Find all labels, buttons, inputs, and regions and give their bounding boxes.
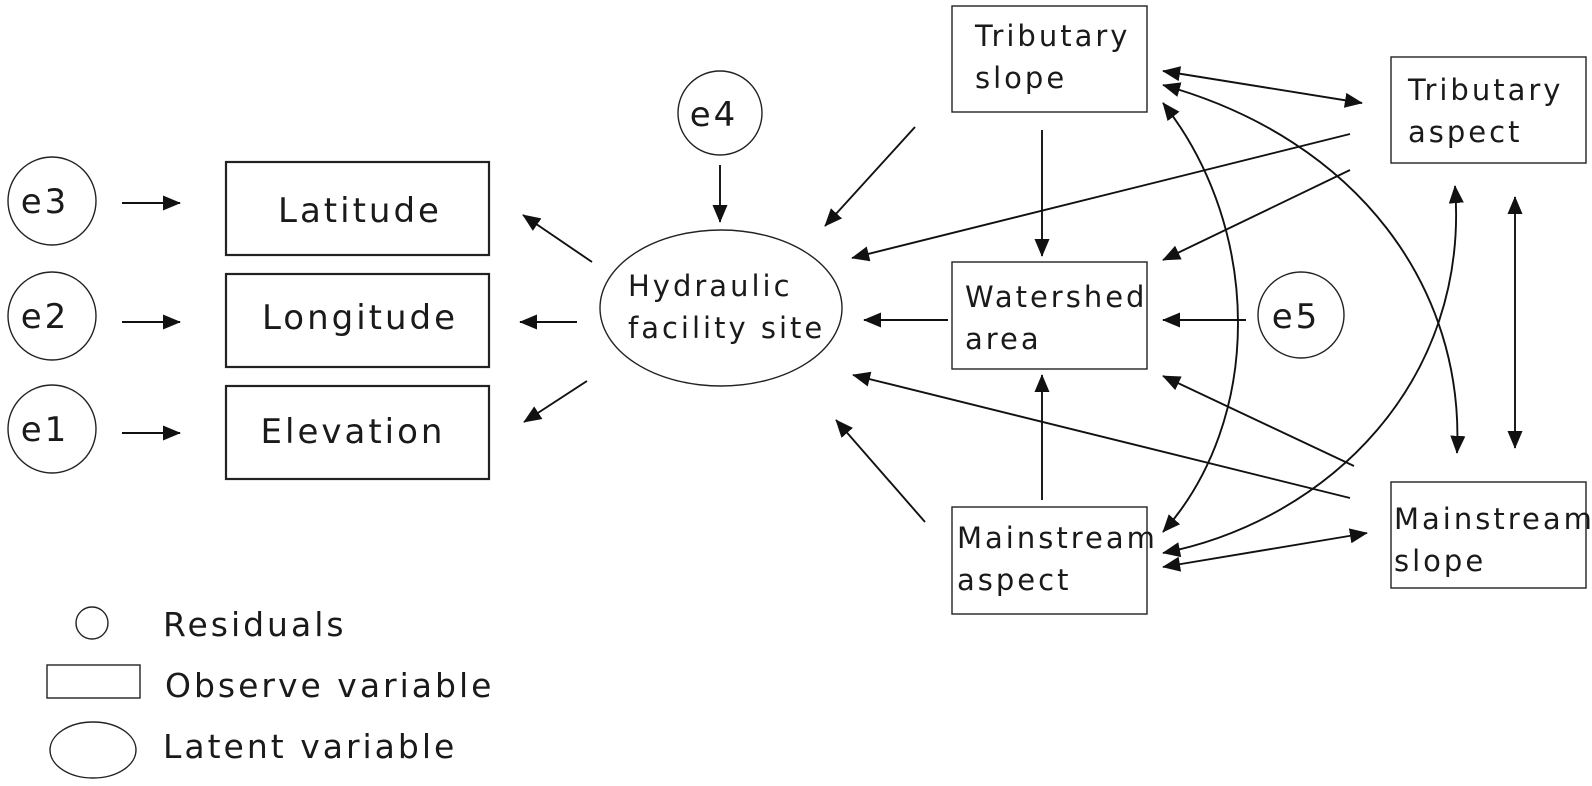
arrow-tributary-aspect-to-watershed-area — [1162, 169, 1351, 261]
svg-text:slope: slope — [1394, 544, 1486, 578]
observed-elevation: Elevation — [224, 384, 491, 481]
svg-text:e1: e1 — [21, 410, 70, 450]
svg-text:Longitude: Longitude — [262, 298, 458, 338]
covariance-mainstream-aspect-mainstream-slope — [1162, 528, 1368, 572]
svg-text:Elevation: Elevation — [261, 412, 446, 452]
svg-text:aspect: aspect — [1408, 115, 1522, 149]
svg-text:Watershed: Watershed — [965, 280, 1147, 314]
svg-text:slope: slope — [975, 61, 1067, 95]
arrow-latent-to-elevation — [523, 380, 588, 423]
svg-text:Latitude: Latitude — [278, 191, 442, 231]
legend-observed-swatch — [46, 664, 141, 699]
arrow-tributary-slope-to-latent — [824, 126, 916, 227]
svg-text:e4: e4 — [690, 95, 739, 135]
observed-longitude: Longitude — [224, 272, 491, 369]
legend-residual-swatch — [75, 606, 109, 640]
svg-text:Mainstream: Mainstream — [1394, 502, 1592, 536]
arrow-mainstream-slope-to-watershed-area — [1162, 375, 1355, 467]
legend-observe-variable: Observe variable — [46, 664, 494, 705]
legend-latent-variable: Latent variable — [49, 721, 457, 779]
svg-text:Residuals: Residuals — [163, 605, 347, 644]
legend: Residuals Observe variable Latent variab… — [46, 605, 494, 779]
residual-e1: e1 — [7, 384, 97, 474]
residual-e5: e5 — [1257, 271, 1345, 359]
arrow-mainstream-aspect-to-latent — [835, 419, 926, 523]
residual-e2: e2 — [7, 271, 97, 361]
arrow-mainstream-slope-to-latent — [852, 371, 1351, 499]
svg-text:Hydraulic: Hydraulic — [628, 269, 793, 303]
legend-residuals: Residuals — [75, 605, 347, 644]
residual-e4: e4 — [677, 70, 763, 156]
svg-text:Mainstream: Mainstream — [957, 521, 1158, 555]
svg-text:e3: e3 — [21, 182, 70, 222]
svg-text:e2: e2 — [21, 297, 70, 337]
observed-tributary-slope: Tributary slope — [951, 5, 1148, 113]
observed-latitude: Latitude — [224, 160, 491, 257]
observed-mainstream-aspect: Mainstream aspect — [951, 506, 1158, 615]
covariance-tributary-slope-tributary-aspect — [1162, 66, 1363, 108]
arrow-latent-to-latitude — [522, 214, 593, 263]
observed-tributary-aspect: Tributary aspect — [1390, 56, 1587, 164]
svg-text:Tributary: Tributary — [1407, 73, 1563, 107]
svg-text:e5: e5 — [1272, 297, 1321, 337]
latent-hydraulic-facility-site: Hydraulic facility site — [599, 229, 843, 387]
residual-e3: e3 — [7, 156, 97, 246]
svg-text:area: area — [965, 322, 1042, 356]
svg-text:Tributary: Tributary — [974, 19, 1130, 53]
svg-text:Latent variable: Latent variable — [163, 727, 457, 766]
svg-text:facility site: facility site — [628, 311, 825, 345]
covariance-tributary-aspect-mainstream-aspect — [1162, 185, 1464, 558]
observed-mainstream-slope: Mainstream slope — [1390, 481, 1592, 589]
legend-latent-swatch — [49, 721, 137, 779]
svg-text:Observe variable: Observe variable — [165, 666, 494, 705]
svg-text:aspect: aspect — [957, 563, 1071, 597]
observed-watershed-area: Watershed area — [951, 261, 1148, 370]
arrow-tributary-aspect-to-latent — [851, 133, 1351, 262]
